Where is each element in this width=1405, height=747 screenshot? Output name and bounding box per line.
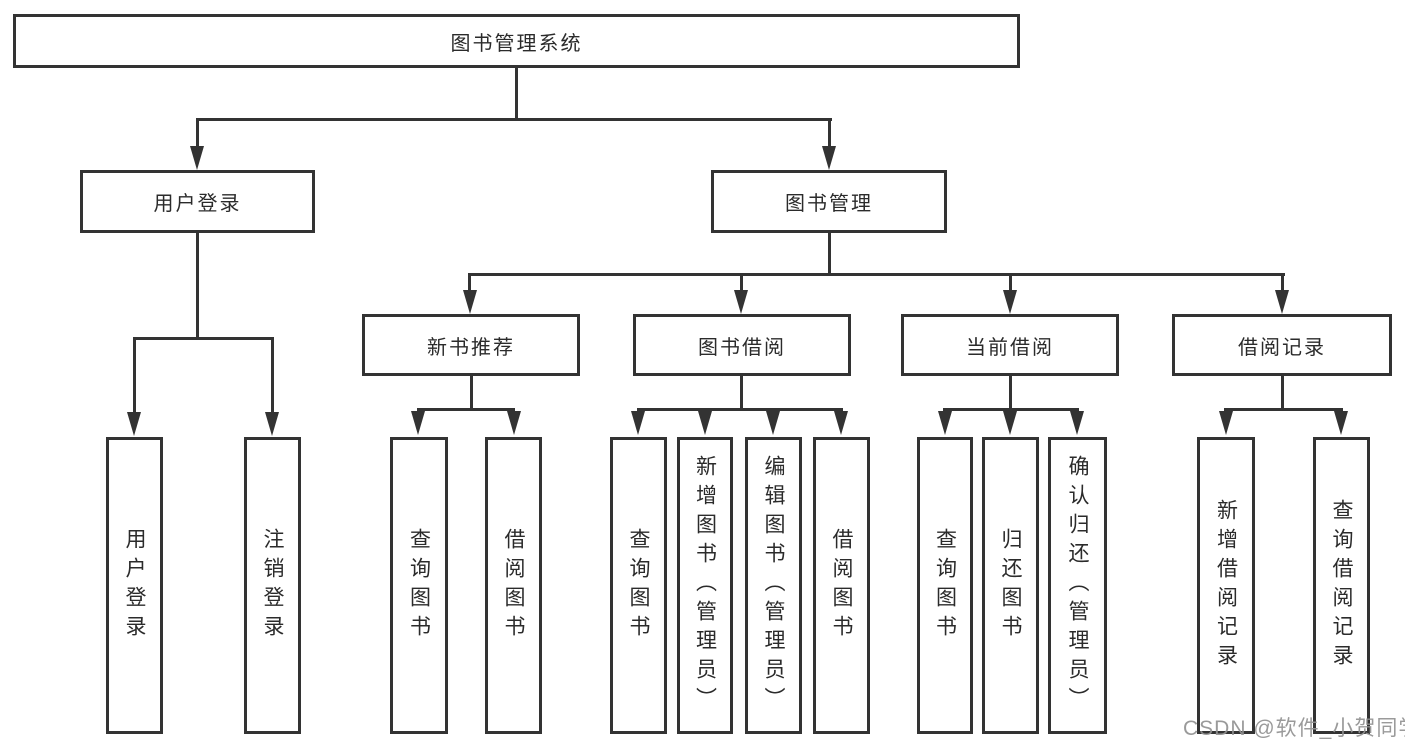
leaf-login-logout: 注销登录	[244, 437, 301, 734]
leaf-borrow-edit-books-admin-label: 编辑图书（管理员）	[762, 455, 785, 716]
connector-root-trunk	[515, 68, 518, 118]
connector-login-rail	[133, 337, 274, 340]
leaf-borrow-borrow-books-label: 借阅图书	[830, 527, 853, 644]
connector-records-trunk	[1281, 376, 1284, 408]
node-borrow: 图书借阅	[633, 314, 851, 376]
connector-mgmt-trunk	[828, 233, 831, 273]
connector-recommend-trunk	[470, 376, 473, 408]
node-current: 当前借阅	[901, 314, 1119, 376]
connector-records-rail	[1224, 408, 1343, 411]
leaf-recommend-borrow-books: 借阅图书	[485, 437, 542, 734]
connector-recommend-rail	[417, 408, 515, 411]
arrowhead-borrow-leaf-3	[766, 411, 780, 435]
arrowhead-current-leaf-1	[938, 411, 952, 435]
node-recommend: 新书推荐	[362, 314, 580, 376]
node-root-label: 图书管理系统	[450, 32, 583, 55]
arrowhead-book-mgmt	[822, 146, 836, 170]
connector-mgmt-drop-3	[1009, 273, 1012, 291]
arrowhead-current-leaf-3	[1070, 411, 1084, 435]
connector-current-rail	[943, 408, 1079, 411]
arrowhead-current-leaf-2	[1003, 411, 1017, 435]
connector-borrow-trunk	[740, 376, 743, 408]
connector-current-trunk	[1009, 376, 1012, 408]
node-book-mgmt: 图书管理	[711, 170, 947, 233]
leaf-login-user-login-label: 用户登录	[123, 527, 146, 644]
node-records: 借阅记录	[1172, 314, 1392, 376]
arrowhead-borrow-leaf-2	[698, 411, 712, 435]
arrowhead-records-leaf-1	[1219, 411, 1233, 435]
leaf-login-user-login: 用户登录	[106, 437, 163, 734]
leaf-records-add-record: 新增借阅记录	[1197, 437, 1255, 734]
node-current-label: 当前借阅	[966, 336, 1054, 359]
arrowhead-borrow	[734, 290, 748, 314]
leaf-records-query-record-label: 查询借阅记录	[1330, 498, 1353, 673]
arrowhead-recommend-leaf-2	[507, 411, 521, 435]
leaf-login-logout-label: 注销登录	[261, 527, 284, 644]
arrowhead-login-leaf-1	[127, 412, 141, 436]
arrowhead-recommend-leaf-1	[411, 411, 425, 435]
connector-root-rail	[196, 118, 832, 121]
connector-root-drop-right	[828, 118, 831, 148]
connector-mgmt-drop-2	[740, 273, 743, 291]
arrowhead-recommend	[463, 290, 477, 314]
leaf-borrow-query-books-label: 查询图书	[627, 527, 650, 644]
leaf-current-return-books-label: 归还图书	[999, 527, 1022, 644]
leaf-recommend-query-books: 查询图书	[390, 437, 448, 734]
connector-root-drop-left	[196, 118, 199, 148]
arrowhead-user-login	[190, 146, 204, 170]
connector-mgmt-rail	[468, 273, 1285, 276]
arrowhead-records-leaf-2	[1334, 411, 1348, 435]
node-records-label: 借阅记录	[1238, 336, 1326, 359]
arrowhead-login-leaf-2	[265, 412, 279, 436]
connector-borrow-rail	[637, 408, 843, 411]
leaf-records-add-record-label: 新增借阅记录	[1214, 498, 1238, 673]
connector-login-drop-2	[271, 337, 274, 412]
leaf-recommend-query-books-label: 查询图书	[407, 527, 431, 644]
leaf-current-query-books-label: 查询图书	[933, 527, 957, 644]
csdn-watermark: CSDN @软件_小贺同学	[1183, 717, 1405, 740]
arrowhead-records	[1275, 290, 1289, 314]
leaf-borrow-borrow-books: 借阅图书	[813, 437, 870, 734]
leaf-records-query-record: 查询借阅记录	[1313, 437, 1370, 734]
node-user-login-label: 用户登录	[153, 193, 242, 215]
leaf-current-query-books: 查询图书	[917, 437, 973, 734]
node-recommend-label: 新书推荐	[427, 336, 515, 359]
arrowhead-current	[1003, 290, 1017, 314]
node-book-mgmt-label: 图书管理	[785, 193, 873, 215]
leaf-borrow-query-books: 查询图书	[610, 437, 667, 734]
connector-mgmt-drop-4	[1281, 273, 1284, 291]
connector-mgmt-drop-1	[468, 273, 471, 291]
arrowhead-borrow-leaf-1	[631, 411, 645, 435]
leaf-borrow-edit-books-admin: 编辑图书（管理员）	[745, 437, 802, 734]
arrowhead-borrow-leaf-4	[834, 411, 848, 435]
node-borrow-label: 图书借阅	[698, 336, 786, 359]
connector-login-drop-1	[133, 337, 136, 412]
leaf-current-return-books: 归还图书	[982, 437, 1039, 734]
leaf-current-confirm-return-admin: 确认归还（管理员）	[1048, 437, 1107, 734]
leaf-borrow-add-books-admin: 新增图书（管理员）	[677, 437, 733, 734]
leaf-current-confirm-return-admin-label: 确认归还（管理员）	[1066, 455, 1089, 716]
connector-login-trunk	[196, 233, 199, 337]
node-user-login: 用户登录	[80, 170, 315, 233]
leaf-borrow-add-books-admin-label: 新增图书（管理员）	[693, 455, 717, 716]
leaf-recommend-borrow-books-label: 借阅图书	[502, 527, 525, 644]
node-root: 图书管理系统	[13, 14, 1020, 68]
